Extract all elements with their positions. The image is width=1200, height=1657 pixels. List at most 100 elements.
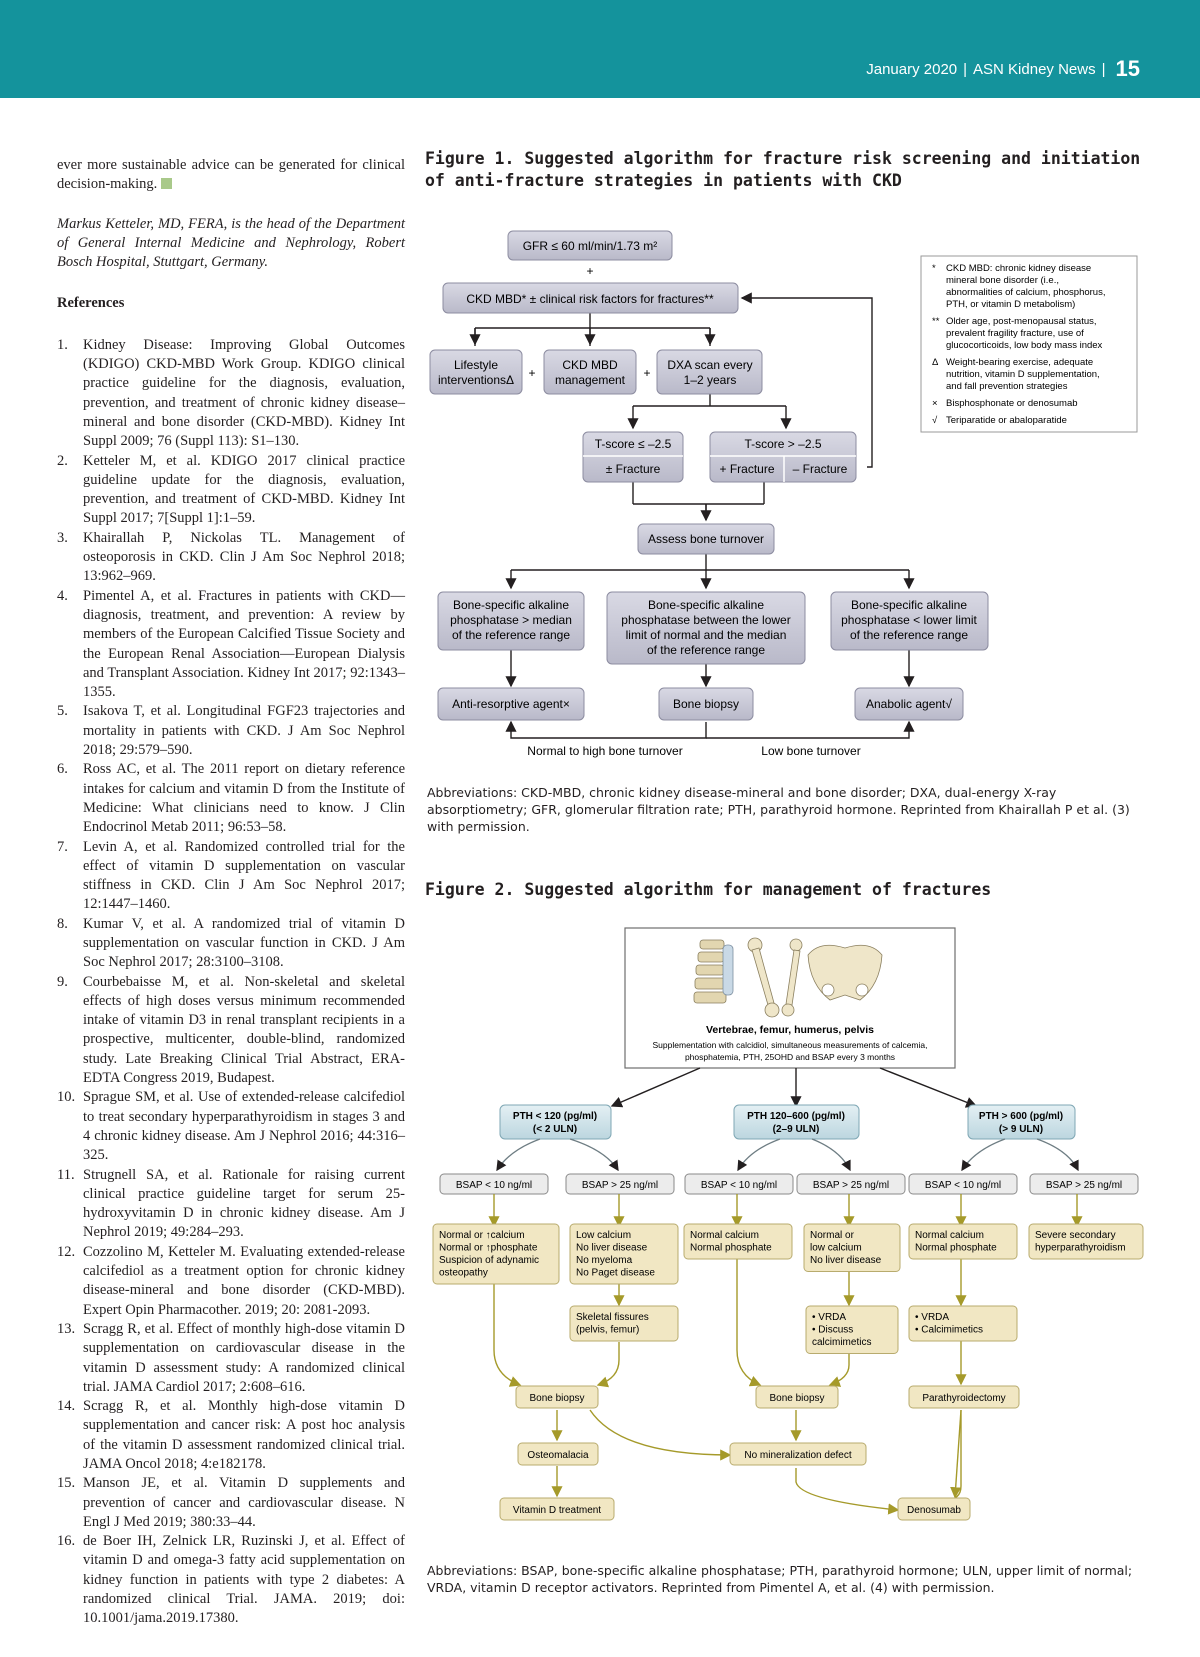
bsap-threshold-frame [565, 1173, 675, 1195]
anabolic-box: Anabolic agent√ [854, 687, 964, 721]
bsap-low-line-2: phosphatase < lower limit [841, 613, 977, 627]
bsap-mid-box: Bone-specific alkaline phosphatase betwe… [606, 591, 806, 665]
condition-box-1-line: Suspicion of adynamic [439, 1255, 539, 1266]
reference-item: 5.Isakova T, et al. Longitudinal FGF23 t… [57, 702, 405, 760]
reference-item: 13.Scragg R, et al. Effect of monthly hi… [57, 1320, 405, 1397]
tscore-high-plus-fracture: + Fracture [719, 462, 774, 476]
bsap-threshold-text: BSAP > 25 ng/ml [582, 1180, 658, 1191]
bsap-threshold-frame [684, 1173, 794, 1195]
reference-number: 4. [57, 587, 68, 604]
no-mineralization-box-text: No mineralization defect [744, 1450, 851, 1461]
bsap-threshold-text: BSAP > 25 ng/ml [1046, 1180, 1122, 1191]
parathyroidectomy-box: Parathyroidectomy [908, 1385, 1020, 1409]
header-separator: | [1101, 60, 1106, 78]
legend-symbol: × [932, 398, 938, 409]
pth-high-line-1: PTH > 600 (pg/ml) [979, 1111, 1063, 1122]
condition-box-4-line: No liver disease [810, 1255, 882, 1266]
pth-high-box: PTH > 600 (pg/ml) (> 9 ULN) [967, 1104, 1076, 1140]
osteomalacia-box-frame [517, 1442, 599, 1466]
tscore-high-minus-fracture: – Fracture [793, 462, 848, 476]
condition-box-5-line: Normal phosphate [915, 1243, 997, 1254]
bsap-threshold-box: BSAP < 10 ng/ml [684, 1173, 794, 1195]
no-mineralization-box-frame [729, 1442, 867, 1466]
osteomalacia-box-text: Osteomalacia [527, 1450, 589, 1461]
reference-text: Scragg R, et al. Monthly high-dose vitam… [83, 1398, 405, 1472]
condition-box-1-line: Normal or ↑calcium [439, 1230, 525, 1241]
reference-text: Strugnell SA, et al. Rationale for raisi… [83, 1166, 405, 1241]
legend-symbol: √ [932, 415, 938, 426]
legend-text: Weight-bearing exercise, adequate [946, 357, 1093, 368]
references-list: 1.Kidney Disease: Improving Global Outco… [57, 336, 405, 1629]
figure-1-title: Figure 1. Suggested algorithm for fractu… [425, 149, 1141, 190]
lifestyle-line-1: Lifestyle [454, 358, 498, 372]
bsap-mid-line-4: of the reference range [647, 643, 765, 657]
vitamin-d-treatment-box: Vitamin D treatment [499, 1497, 615, 1521]
reference-item: 12.Cozzolino M, Ketteler M. Evaluating e… [57, 1243, 405, 1320]
condition-box-6-frame [1028, 1223, 1144, 1260]
vrda-discuss-box-line: calcimimetics [812, 1337, 871, 1348]
condition-box-2-line: No Paget disease [576, 1268, 655, 1279]
assess-turnover-box: Assess bone turnover [637, 523, 775, 555]
reference-text: Pimentel A, et al. Fractures in patients… [83, 587, 405, 701]
reference-number: 9. [57, 973, 68, 990]
reference-item: 4. Pimentel A, et al. Fractures in patien… [57, 587, 405, 703]
reference-number: 3. [57, 529, 68, 546]
end-mark-icon [161, 178, 173, 190]
reference-text: Manson JE, et al. Vitamin D supplements … [83, 1475, 405, 1530]
bsap-threshold-text: BSAP < 10 ng/ml [456, 1180, 532, 1191]
tscore-high-text: T-score > –2.5 [744, 437, 821, 451]
plus-sign: + [586, 264, 593, 278]
condition-box-3-line: Normal calcium [690, 1230, 759, 1241]
dxa-box: DXA scan every 1–2 years [656, 349, 763, 395]
vertebrae-icon [693, 939, 734, 1004]
vitamin-d-treatment-box-text: Vitamin D treatment [513, 1505, 601, 1516]
denosumab-box-text: Denosumab [907, 1505, 961, 1516]
bsap-threshold-text: BSAP < 10 ng/ml [925, 1180, 1001, 1191]
reference-text: Levin A, et al. Randomized controlled tr… [83, 838, 405, 913]
skeletal-fissures-box-frame [569, 1305, 679, 1342]
reference-text: Cozzolino M, Ketteler M. Evaluating exte… [83, 1243, 405, 1318]
parathyroidectomy-box-frame [908, 1385, 1020, 1409]
skeletal-fissures-box-line: (pelvis, femur) [576, 1325, 639, 1336]
reference-item: 9.Courbebaisse M, et al. Non-skeletal an… [57, 973, 405, 1089]
bsap-threshold-box: BSAP < 10 ng/ml [439, 1173, 549, 1195]
pth-mid-line-1: PTH 120–600 (pg/ml) [747, 1111, 845, 1122]
reference-number: 13. [57, 1320, 76, 1337]
assess-turnover-text: Assess bone turnover [648, 532, 764, 546]
reference-text: Ross AC, et al. The 2011 report on dieta… [83, 761, 405, 836]
antiresorptive-box: Anti-resorptive agent× [437, 687, 585, 721]
condition-box-6-line: hyperparathyroidism [1035, 1243, 1126, 1254]
reference-text: Ketteler M, et al. KDIGO 2017 clinical p… [83, 452, 405, 527]
lifestyle-box: Lifestyle interventionsΔ [429, 349, 523, 395]
normal-high-turnover-label: Normal to high bone turnover [527, 744, 682, 758]
condition-box-4-line: Normal or [810, 1230, 855, 1241]
tscore-high-box: T-score > –2.5 + Fracture – Fracture [709, 431, 857, 483]
humerus-icon [781, 938, 803, 1017]
bone-biopsy-box-left-frame [515, 1385, 599, 1409]
legend-text: PTH, or vitamin D metabolism) [946, 299, 1075, 310]
supplementation-line-2: phosphatemia, PTH, 25OHD and BSAP every … [685, 1052, 895, 1062]
reference-number: 8. [57, 915, 68, 932]
condition-box-4-frame [803, 1223, 901, 1272]
header-bar: January 2020 | ASN Kidney News | 15 [0, 0, 1200, 98]
reference-item: 1.Kidney Disease: Improving Global Outco… [57, 336, 405, 452]
bsap-threshold-frame [1029, 1173, 1139, 1195]
reference-text: Sprague SM, et al. Use of extended-relea… [83, 1089, 405, 1164]
reference-text: Isakova T, et al. Longitudinal FGF23 tra… [83, 703, 405, 759]
bsap-high-line-3: of the reference range [452, 628, 570, 642]
bone-biopsy-box-middle-text: Bone biopsy [769, 1393, 824, 1404]
vrda-calcimimetics-box-line: • Calcimimetics [915, 1325, 983, 1336]
bone-biopsy-box-left-text: Bone biopsy [529, 1393, 584, 1404]
reference-item: 11.Strugnell SA, et al. Rationale for ra… [57, 1166, 405, 1243]
reference-number: 16. [57, 1533, 76, 1550]
reference-text: Kidney Disease: Improving Global Outcome… [83, 336, 405, 450]
reference-number: 2. [57, 452, 68, 469]
low-turnover-label: Low bone turnover [761, 744, 860, 758]
vrda-discuss-box-line: • VRDA [812, 1312, 846, 1323]
bsap-threshold-box: BSAP > 25 ng/ml [796, 1173, 906, 1195]
bsap-low-line-1: Bone-specific alkaline [851, 598, 967, 612]
legend-text: and fall prevention strategies [946, 381, 1068, 392]
intro-text: ever more sustainable advice can be gene… [57, 156, 405, 195]
